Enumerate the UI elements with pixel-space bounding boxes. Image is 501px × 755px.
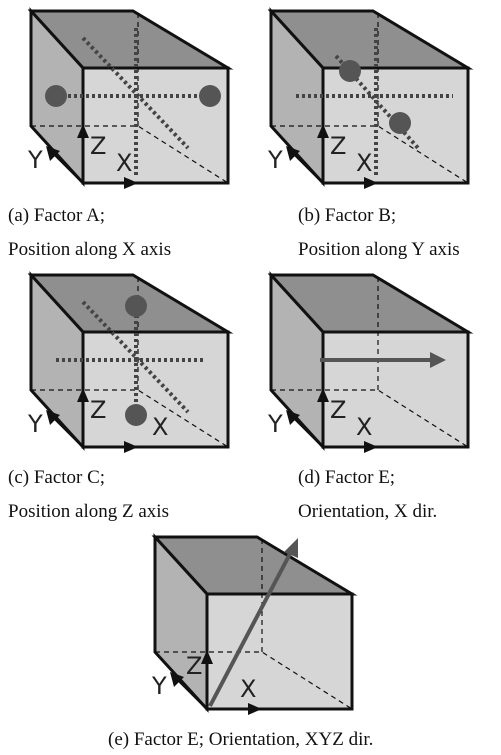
y-arrowhead [46,146,60,161]
z-arrowhead [201,650,213,664]
z-axis-label: Z [330,132,346,160]
position-marker-back [339,60,361,82]
panel-c-caption-line1: (c) Factor C; [8,467,106,488]
cube-a: Z Y X [27,7,234,189]
panel-e-diagram: Z Y X [151,533,362,715]
position-marker-left [45,85,67,107]
y-axis-label: Y [151,672,167,700]
panel-d-caption-line1: (d) Factor E; [298,467,396,488]
panel-d-diagram: Z Y X [267,271,478,453]
z-arrowhead [77,388,89,402]
hidden-edges [271,275,469,448]
cube-diagram-c: Z Y X [27,271,234,453]
cube-diagram-a: Z Y X [27,7,234,189]
orientation-arrowhead-xyz [284,538,298,558]
y-axis-arrow [52,416,84,448]
x-axis-label: X [356,149,372,177]
hidden-edges [155,537,353,710]
z-axis-label: Z [330,396,346,424]
z-arrowhead [317,388,329,402]
y-axis-arrow [176,678,208,710]
panel-b-diagram: Z Y X [267,7,478,189]
factor-axis-guides [56,297,203,422]
cube-diagram-e: Z Y X [151,533,358,715]
cube-d: Z Y X [267,271,474,453]
x-axis-label: X [240,675,256,703]
position-marker-bottom [125,404,147,426]
position-marker-right [199,85,221,107]
y-axis-arrow [52,152,84,184]
y-axis-label: Y [267,146,283,174]
orientation-arrowhead-x [430,352,446,368]
position-marker-top [125,295,147,317]
x-arrowhead [124,441,138,453]
y-axis-label: Y [267,410,283,438]
z-arrowhead [77,124,89,138]
y-arrowhead [286,146,300,161]
y-axis-arrow [292,416,324,448]
x-axis-label: X [356,413,372,441]
panel-a-caption-line2: Position along X axis [8,239,172,260]
z-axis-label: Z [90,132,106,160]
z-axis-label: Z [90,396,106,424]
cube-c: Z Y X [27,271,234,453]
panel-a-caption-line1: (a) Factor A; [8,205,106,226]
panel-c-caption-line2: Position along Z axis [8,501,169,522]
factor-axis-guides [56,28,213,178]
panel-c-diagram: Z Y X [27,271,238,453]
cube-b: Z Y X [267,7,474,189]
orientation-arrow-xyz [208,549,294,707]
cube-e: Z Y X [151,533,358,715]
x-arrowhead [364,441,378,453]
y-axis-label: Y [27,410,43,438]
y-axis-label: Y [27,146,43,174]
y-arrowhead [286,410,300,425]
panel-b-caption-line2: Position along Y axis [298,239,460,260]
z-arrowhead [317,124,329,138]
panel-d-caption-line2: Orientation, X dir. [298,501,438,522]
x-arrowhead [248,703,262,715]
x-axis-label: X [116,149,132,177]
cube-diagram-b: Z Y X [267,7,474,189]
panel-b-caption-line1: (b) Factor B; [298,205,397,226]
cube-diagram-d: Z Y X [267,271,474,453]
position-marker-front [389,112,411,134]
x-arrowhead [364,177,378,189]
panel-a-diagram: Z Y X [27,7,238,189]
y-axis-arrow [292,152,324,184]
y-arrowhead [46,410,60,425]
x-axis-label: X [152,413,168,441]
panel-e-caption: (e) Factor E; Orientation, XYZ dir. [108,729,374,750]
y-arrowhead [170,672,184,687]
z-axis-label: Z [186,652,202,680]
x-arrowhead [124,177,138,189]
